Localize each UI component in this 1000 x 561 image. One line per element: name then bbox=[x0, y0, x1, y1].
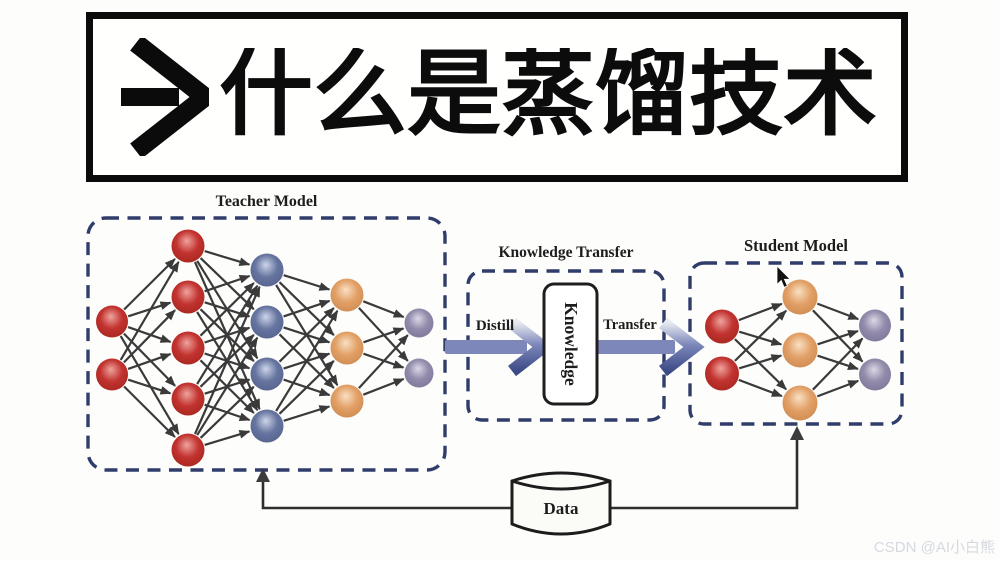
data-label: Data bbox=[543, 499, 579, 518]
data-flow-lines bbox=[256, 426, 804, 510]
distill-label: Distill bbox=[475, 318, 515, 334]
cursor-icon bbox=[776, 265, 791, 288]
watermark: CSDN @AI小白熊 bbox=[873, 539, 995, 556]
page-title: 什么是蒸馏技术 bbox=[219, 48, 878, 142]
student-model-label: Student Model bbox=[743, 236, 849, 255]
database-icon bbox=[510, 471, 612, 536]
teacher-model-label: Teacher Model bbox=[215, 193, 318, 210]
title-banner: 什么是蒸馏技术 bbox=[86, 12, 908, 182]
knowledge-box bbox=[542, 282, 599, 406]
knowledge-transfer-label: Knowledge Transfer bbox=[498, 244, 634, 261]
student-network bbox=[705, 279, 891, 421]
transfer-arrow-icon bbox=[597, 317, 705, 377]
knowledge-box-label: Knowledge bbox=[561, 302, 581, 386]
teacher-network bbox=[96, 229, 434, 467]
right-arrow-icon bbox=[121, 38, 209, 156]
transfer-label: Transfer bbox=[603, 317, 657, 333]
